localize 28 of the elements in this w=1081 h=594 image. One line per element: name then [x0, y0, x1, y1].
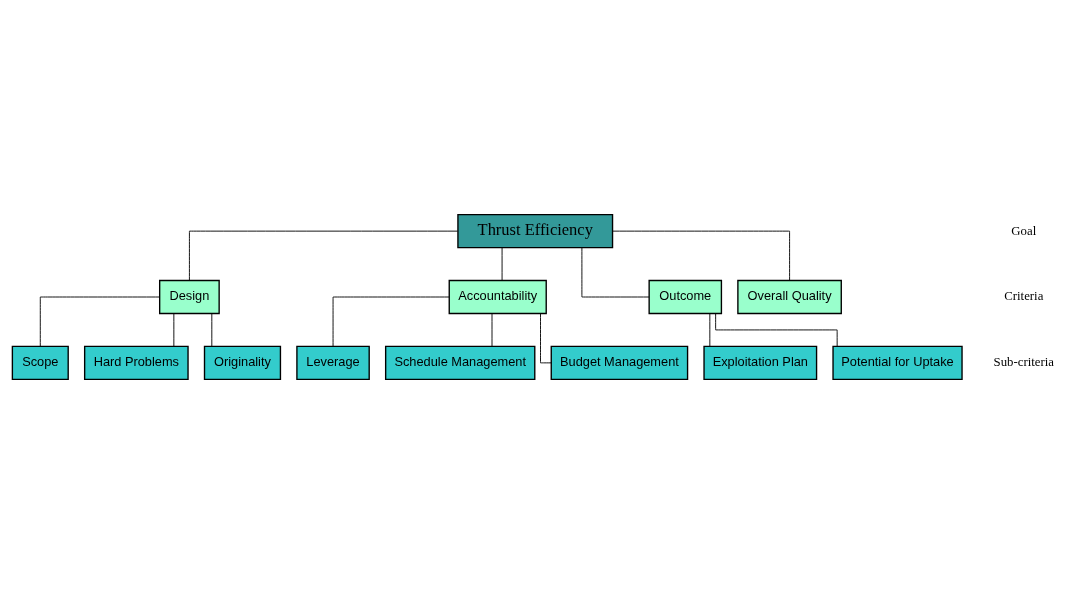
connector — [332, 296, 450, 347]
connector — [581, 247, 650, 298]
label: Sub-criteria — [993, 355, 1054, 370]
node-box: Hard Problems — [83, 345, 189, 381]
node-box: Schedule Management — [384, 345, 536, 381]
node-box: Potential for Uptake — [832, 345, 963, 381]
node-box: Overall Quality — [737, 279, 842, 315]
connector — [173, 313, 175, 347]
node-box: Outcome — [648, 279, 723, 315]
connector — [39, 296, 161, 347]
connector — [211, 313, 213, 347]
node-box: Accountability — [448, 279, 547, 315]
label: Criteria — [1004, 289, 1044, 304]
node-box: Thrust Efficiency — [457, 213, 614, 249]
node-box: Budget Management — [550, 345, 689, 381]
node-box: Originality — [203, 345, 282, 381]
connector — [501, 247, 503, 281]
connector — [540, 313, 552, 364]
node-box: Exploitation Plan — [703, 345, 818, 381]
connector — [491, 313, 493, 347]
label: Goal — [1011, 223, 1037, 238]
node-box: Scope — [11, 345, 69, 381]
connector — [715, 313, 838, 347]
connector — [709, 313, 711, 347]
connector — [188, 230, 459, 281]
node-box: Leverage — [296, 345, 370, 381]
node-box: Design — [159, 279, 220, 315]
connector — [612, 230, 791, 281]
